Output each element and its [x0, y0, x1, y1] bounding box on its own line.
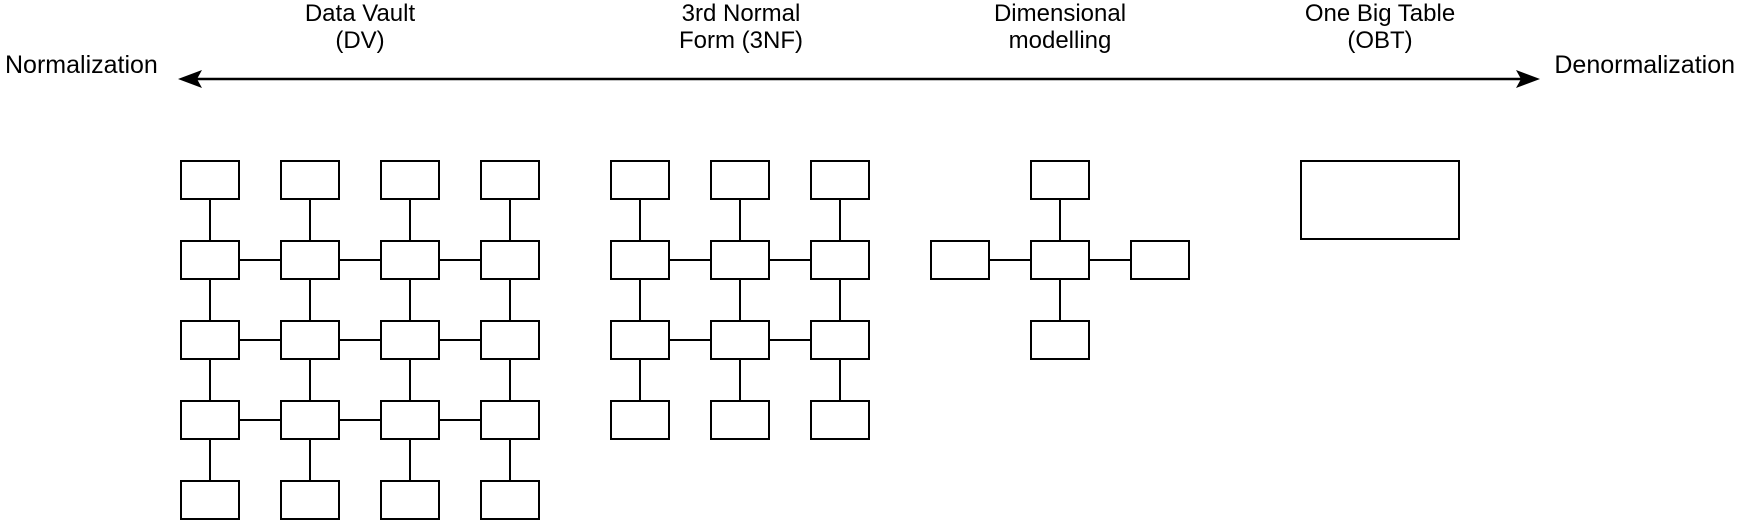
connector-line [1058, 280, 1062, 320]
connector-line [408, 440, 412, 480]
table-box [1030, 240, 1090, 280]
table-box [480, 480, 540, 520]
table-box [810, 320, 870, 360]
connector-line [340, 258, 380, 262]
approach-label-line: Form (3NF) [679, 27, 803, 54]
connector-line [838, 200, 842, 240]
table-box [810, 160, 870, 200]
table-box [380, 400, 440, 440]
table-box [280, 320, 340, 360]
connector-line [838, 280, 842, 320]
approach-label-one-big-table: One Big Table (OBT) [1305, 0, 1455, 54]
table-box [710, 240, 770, 280]
connector-line [208, 200, 212, 240]
table-box [1300, 160, 1460, 240]
connector-line [208, 360, 212, 400]
connector-line [508, 360, 512, 400]
table-box [180, 320, 240, 360]
table-box [610, 240, 670, 280]
approach-label-line: (DV) [335, 27, 385, 54]
connector-line [670, 258, 710, 262]
connector-line [508, 440, 512, 480]
approach-label-line: Dimensional [993, 0, 1127, 27]
approach-label-line: modelling [1008, 27, 1112, 54]
table-box [380, 160, 440, 200]
table-box [610, 400, 670, 440]
connector-line [240, 338, 280, 342]
axis-label-normalization: Normalization [5, 51, 158, 79]
table-box [710, 320, 770, 360]
table-box [280, 160, 340, 200]
approach-label-line: 3rd Normal [681, 0, 801, 27]
connector-line [308, 440, 312, 480]
table-box [1130, 240, 1190, 280]
table-box [380, 480, 440, 520]
table-box [180, 400, 240, 440]
connector-line [738, 360, 742, 400]
connector-line [990, 258, 1030, 262]
connector-line [1058, 200, 1062, 240]
table-box [1030, 320, 1090, 360]
table-box [380, 240, 440, 280]
table-box [710, 400, 770, 440]
table-box [810, 240, 870, 280]
approach-label-third-normal-form: 3rd Normal Form (3NF) [679, 0, 803, 54]
approach-label-line: One Big Table [1304, 0, 1456, 27]
connector-line [508, 200, 512, 240]
table-box [710, 160, 770, 200]
connector-line [340, 418, 380, 422]
table-box [180, 240, 240, 280]
connector-line [440, 338, 480, 342]
connector-line [440, 418, 480, 422]
connector-line [440, 258, 480, 262]
connector-line [1090, 258, 1130, 262]
table-box [280, 400, 340, 440]
table-box [380, 320, 440, 360]
connector-line [240, 418, 280, 422]
table-box [480, 320, 540, 360]
connector-line [208, 440, 212, 480]
connector-line [738, 280, 742, 320]
axis-label-denormalization: Denormalization [1554, 51, 1735, 79]
connector-line [638, 360, 642, 400]
connector-line [770, 258, 810, 262]
connector-line [208, 280, 212, 320]
table-box [480, 240, 540, 280]
connector-line [408, 360, 412, 400]
connector-line [408, 200, 412, 240]
table-box [930, 240, 990, 280]
table-box [280, 480, 340, 520]
table-box [610, 160, 670, 200]
approach-label-line: Data Vault [304, 0, 416, 27]
table-box [610, 320, 670, 360]
connector-line [770, 338, 810, 342]
connector-line [670, 338, 710, 342]
approach-label-data-vault: Data Vault (DV) [305, 0, 415, 54]
connector-line [738, 200, 742, 240]
connector-line [508, 280, 512, 320]
connector-line [308, 360, 312, 400]
table-box [180, 160, 240, 200]
connector-line [408, 280, 412, 320]
table-box [280, 240, 340, 280]
table-box [480, 160, 540, 200]
connector-line [638, 280, 642, 320]
connector-line [308, 280, 312, 320]
connector-line [638, 200, 642, 240]
table-box [1030, 160, 1090, 200]
connector-line [308, 200, 312, 240]
approach-label-dimensional-modelling: Dimensional modelling [994, 0, 1126, 54]
table-box [180, 480, 240, 520]
approach-label-line: (OBT) [1347, 27, 1413, 54]
connector-line [838, 360, 842, 400]
table-box [810, 400, 870, 440]
connector-line [340, 338, 380, 342]
table-box [480, 400, 540, 440]
connector-line [240, 258, 280, 262]
